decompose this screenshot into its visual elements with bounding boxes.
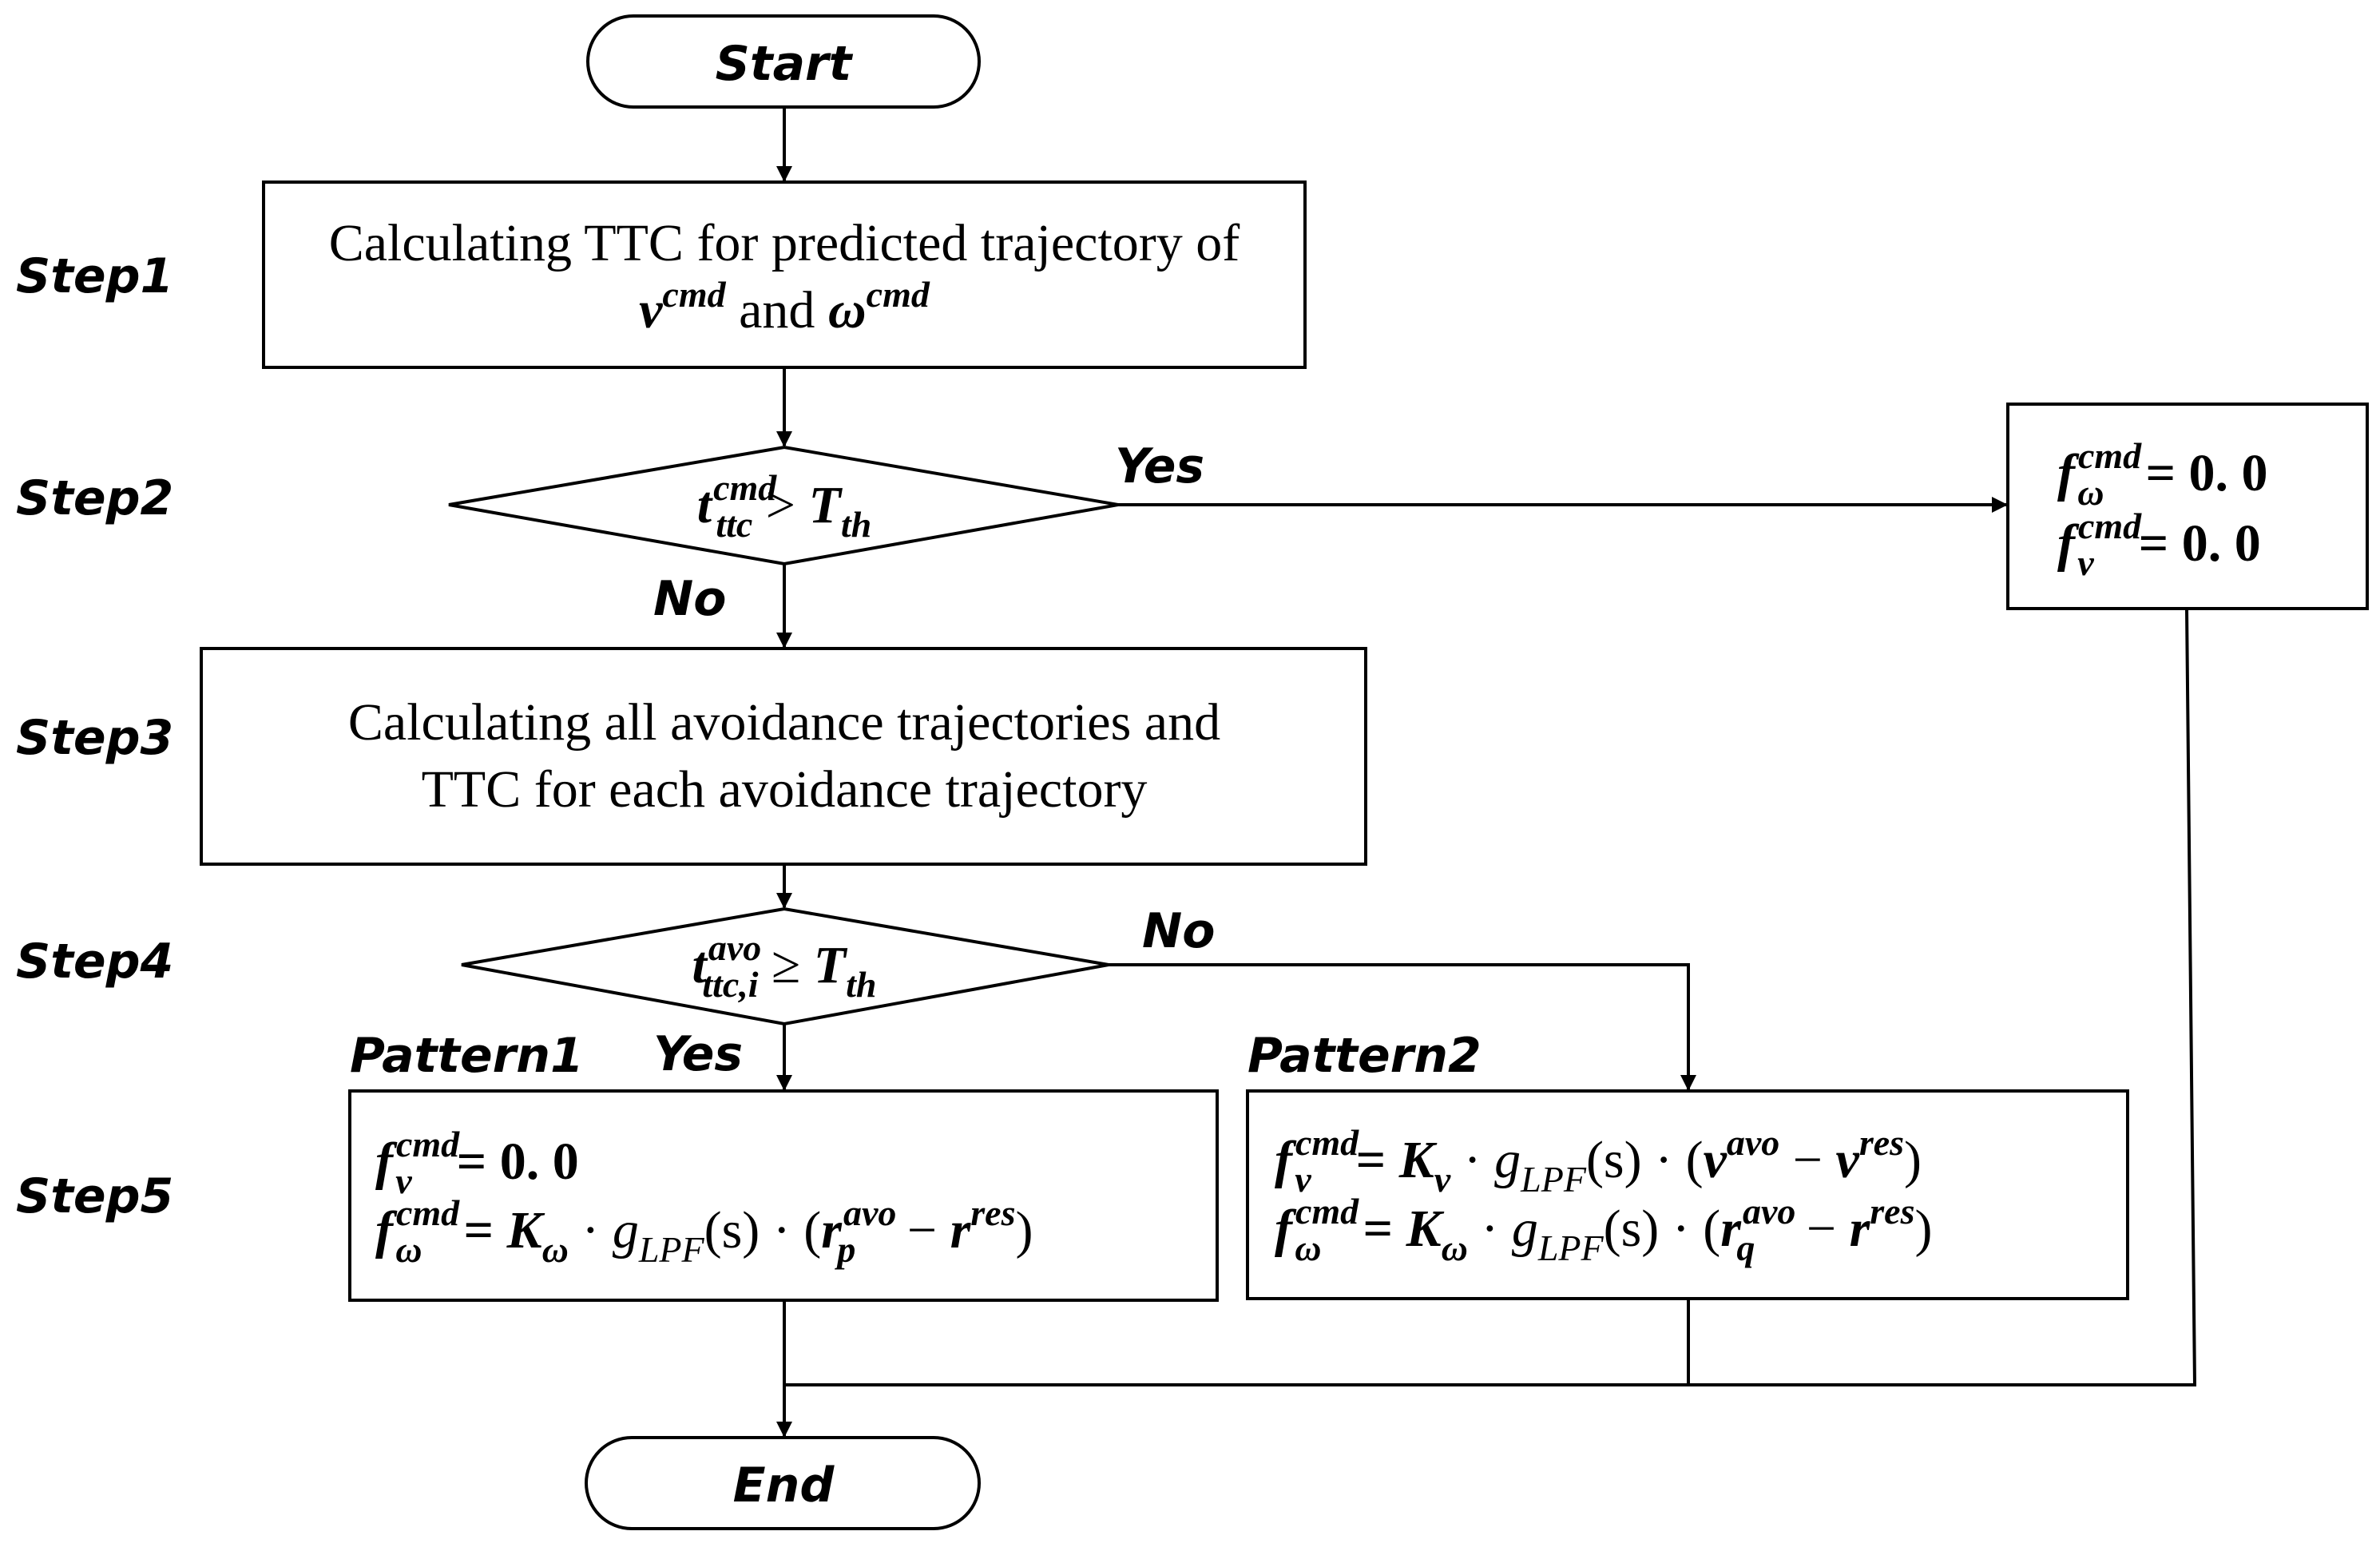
step5-label: Step5 xyxy=(16,1168,173,1224)
step3-label: Step3 xyxy=(16,710,173,766)
step4-decision xyxy=(461,906,1109,1026)
step1-label: Step1 xyxy=(16,248,173,304)
step2-yes-label: Yes xyxy=(1115,438,1204,494)
pattern2-label: Pattern2 xyxy=(1248,1028,1482,1084)
step2-no-label: No xyxy=(653,571,726,627)
step3-line2: TTC for each avoidance trajectory xyxy=(422,760,1148,819)
step1-line1: Calculating TTC for predicted trajectory… xyxy=(329,214,1240,272)
step4-label: Step4 xyxy=(16,934,173,990)
step2-label: Step2 xyxy=(16,470,173,526)
line-yesbox-down xyxy=(784,608,2197,1386)
connectors xyxy=(776,107,2197,1438)
step3-box xyxy=(200,647,1367,866)
start-label: Start xyxy=(716,36,854,92)
step4-yes-label: Yes xyxy=(653,1026,743,1082)
step2-decision xyxy=(448,445,1119,566)
step1-line2: vcmd and ωcmd xyxy=(639,274,930,339)
start-terminal xyxy=(586,14,981,109)
pattern2-box xyxy=(1246,1089,2129,1300)
step3-line1: Calculating all avoidance trajectories a… xyxy=(348,693,1220,752)
yes-result-box xyxy=(2006,403,2369,610)
step4-no-label: No xyxy=(1142,903,1215,959)
pattern1-label: Pattern1 xyxy=(350,1028,584,1084)
shapes xyxy=(200,14,2369,1530)
arrow-step4-no xyxy=(1109,963,1696,1091)
end-label: End xyxy=(733,1458,835,1513)
pattern1-box xyxy=(348,1089,1219,1302)
end-terminal xyxy=(585,1436,981,1530)
step1-box xyxy=(262,180,1307,369)
